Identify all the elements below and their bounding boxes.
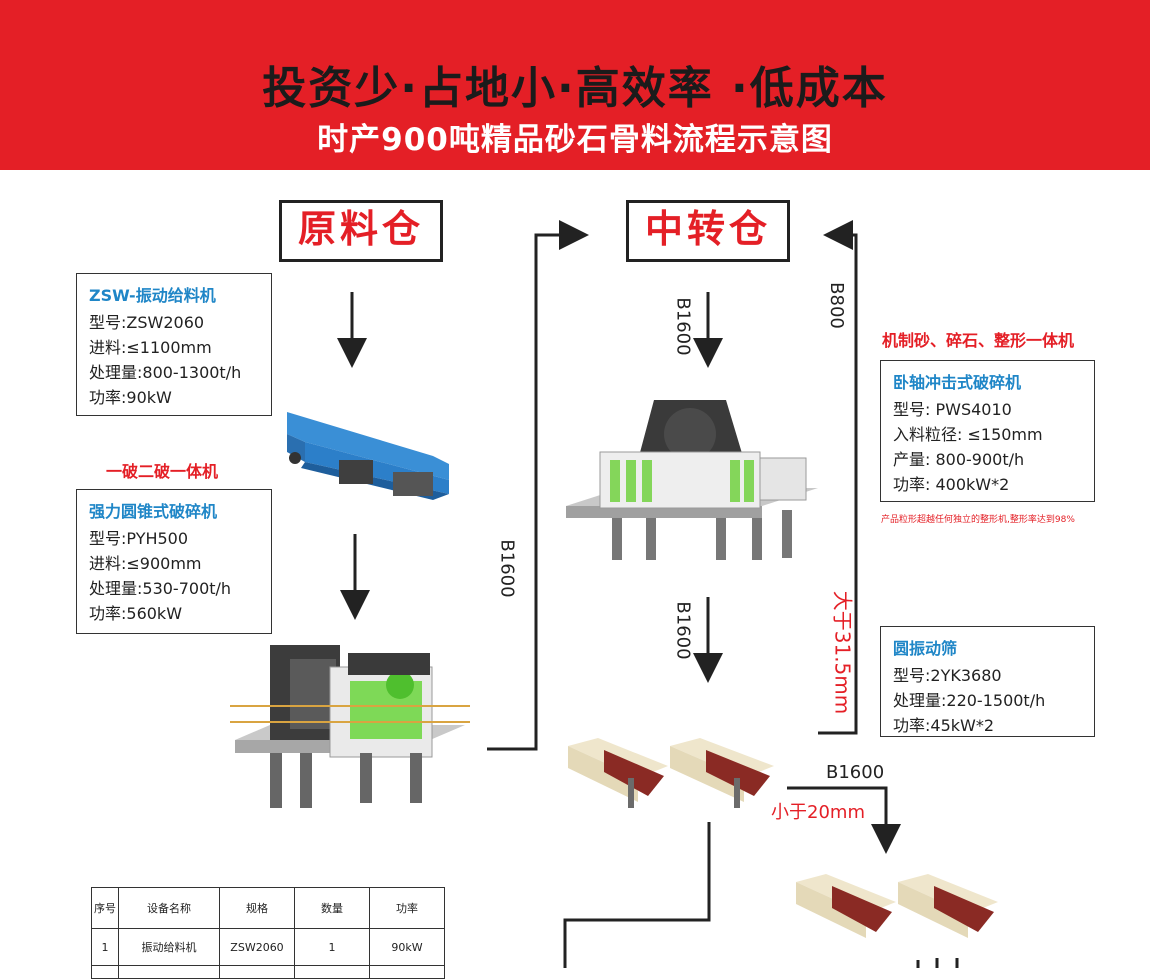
feeder-spec-box: ZSW-振动给料机 型号:ZSW2060 进料:≤1100mm 处理量:800-… [76, 273, 272, 416]
screen-spec-line: 处理量:220-1500t/h [893, 691, 1046, 710]
belt-label-b1600-mid: B1600 [672, 601, 694, 660]
transfer-bin: 中转仓 [626, 200, 790, 262]
header-title: 投资少·占地小·高效率 ·低成本 [262, 63, 888, 114]
table-header-row: 序号 设备名称 规格 数量 功率 [91, 887, 445, 929]
screen-spec-line: 型号:2YK3680 [893, 666, 1002, 685]
impact-spec-line: 入料粒径: ≤150mm [893, 425, 1043, 444]
equipment-table: 序号 设备名称 规格 数量 功率 1 振动给料机 ZSW2060 1 90kW [91, 887, 445, 979]
feeder-spec-line: 型号:ZSW2060 [89, 313, 205, 332]
table-row-partial [91, 965, 445, 979]
conveyor-cone-to-transfer [487, 220, 589, 751]
feeder-spec-line: 处理量:800-1300t/h [89, 363, 242, 382]
feeder-spec-title: ZSW-振动给料机 [89, 286, 216, 305]
impact-spec-line: 产量: 800-900t/h [893, 450, 1025, 469]
belt-label-b1600-right: B1600 [826, 762, 885, 783]
feeder-spec-line: 功率:90kW [89, 388, 172, 407]
impact-note: 产品粒形超越任何独立的整形机,整形率达到98% [881, 515, 1075, 525]
belt-label-b1600-left: B1600 [496, 539, 518, 598]
screen-spec-title: 圆振动筛 [893, 639, 958, 658]
vibrating-screen-2-image [670, 738, 774, 808]
cone-spec-line: 型号:PYH500 [89, 529, 189, 548]
cone-spec-line: 功率:560kW [89, 604, 183, 623]
header-subtitle: 时产900吨精品砂石骨料流程示意图 [317, 122, 833, 158]
table-row: 1 振动给料机 ZSW2060 1 90kW [91, 928, 445, 966]
impact-spec-line: 功率: 400kW*2 [893, 475, 1010, 494]
screen-spec-box: 圆振动筛 型号:2YK3680 处理量:220-1500t/h 功率:45kW*… [880, 626, 1095, 737]
impact-tag: 机制砂、碎石、整形一体机 [882, 331, 1075, 350]
cone-tag: 一破二破一体机 [106, 462, 219, 481]
table-cell: ZSW2060 [219, 928, 295, 966]
table-cell: 1 [294, 928, 370, 966]
cone-spec-title: 强力圆锥式破碎机 [89, 502, 218, 521]
table-cell: 1 [91, 928, 119, 966]
raw-material-bin: 原料仓 [279, 200, 443, 262]
vibrating-screen-4-image [898, 874, 998, 938]
impact-crusher-image [566, 400, 818, 560]
cone-crusher-image [230, 645, 470, 808]
screen-spec-line: 功率:45kW*2 [893, 716, 995, 735]
vibrating-screen-3-image [796, 874, 896, 938]
conveyor-return-b800 [818, 220, 858, 735]
table-cell: 振动给料机 [118, 928, 220, 966]
header-banner: 投资少·占地小·高效率 ·低成本 时产900吨精品砂石骨料流程示意图 [0, 0, 1150, 170]
table-header-cell: 数量 [294, 887, 370, 929]
vibrating-feeder-image [287, 412, 449, 500]
cone-spec-line: 处理量:530-700t/h [89, 579, 232, 598]
impact-spec-title: 卧轴冲击式破碎机 [893, 373, 1022, 392]
cone-spec-line: 进料:≤900mm [89, 554, 202, 573]
belt-label-b800: B800 [825, 282, 847, 329]
feeder-spec-line: 进料:≤1100mm [89, 338, 212, 357]
size-label-less: 小于20mm [771, 802, 865, 823]
cone-spec-box: 强力圆锥式破碎机 型号:PYH500 进料:≤900mm 处理量:530-700… [76, 489, 272, 634]
size-label-greater: 大于31.5mm [830, 590, 855, 715]
table-header-cell: 序号 [91, 887, 119, 929]
belt-label-b1600-top: B1600 [672, 297, 694, 356]
table-header-cell: 功率 [369, 887, 445, 929]
table-header-cell: 设备名称 [118, 887, 220, 929]
conveyor-lower [563, 822, 711, 968]
impact-spec-box: 卧轴冲击式破碎机 型号: PWS4010 入料粒径: ≤150mm 产量: 80… [880, 360, 1095, 502]
impact-spec-line: 型号: PWS4010 [893, 400, 1012, 419]
vibrating-screen-1-image [568, 738, 668, 808]
conveyor-screen-to-screen2 [787, 786, 901, 854]
table-header-cell: 规格 [219, 887, 295, 929]
table-cell: 90kW [369, 928, 445, 966]
